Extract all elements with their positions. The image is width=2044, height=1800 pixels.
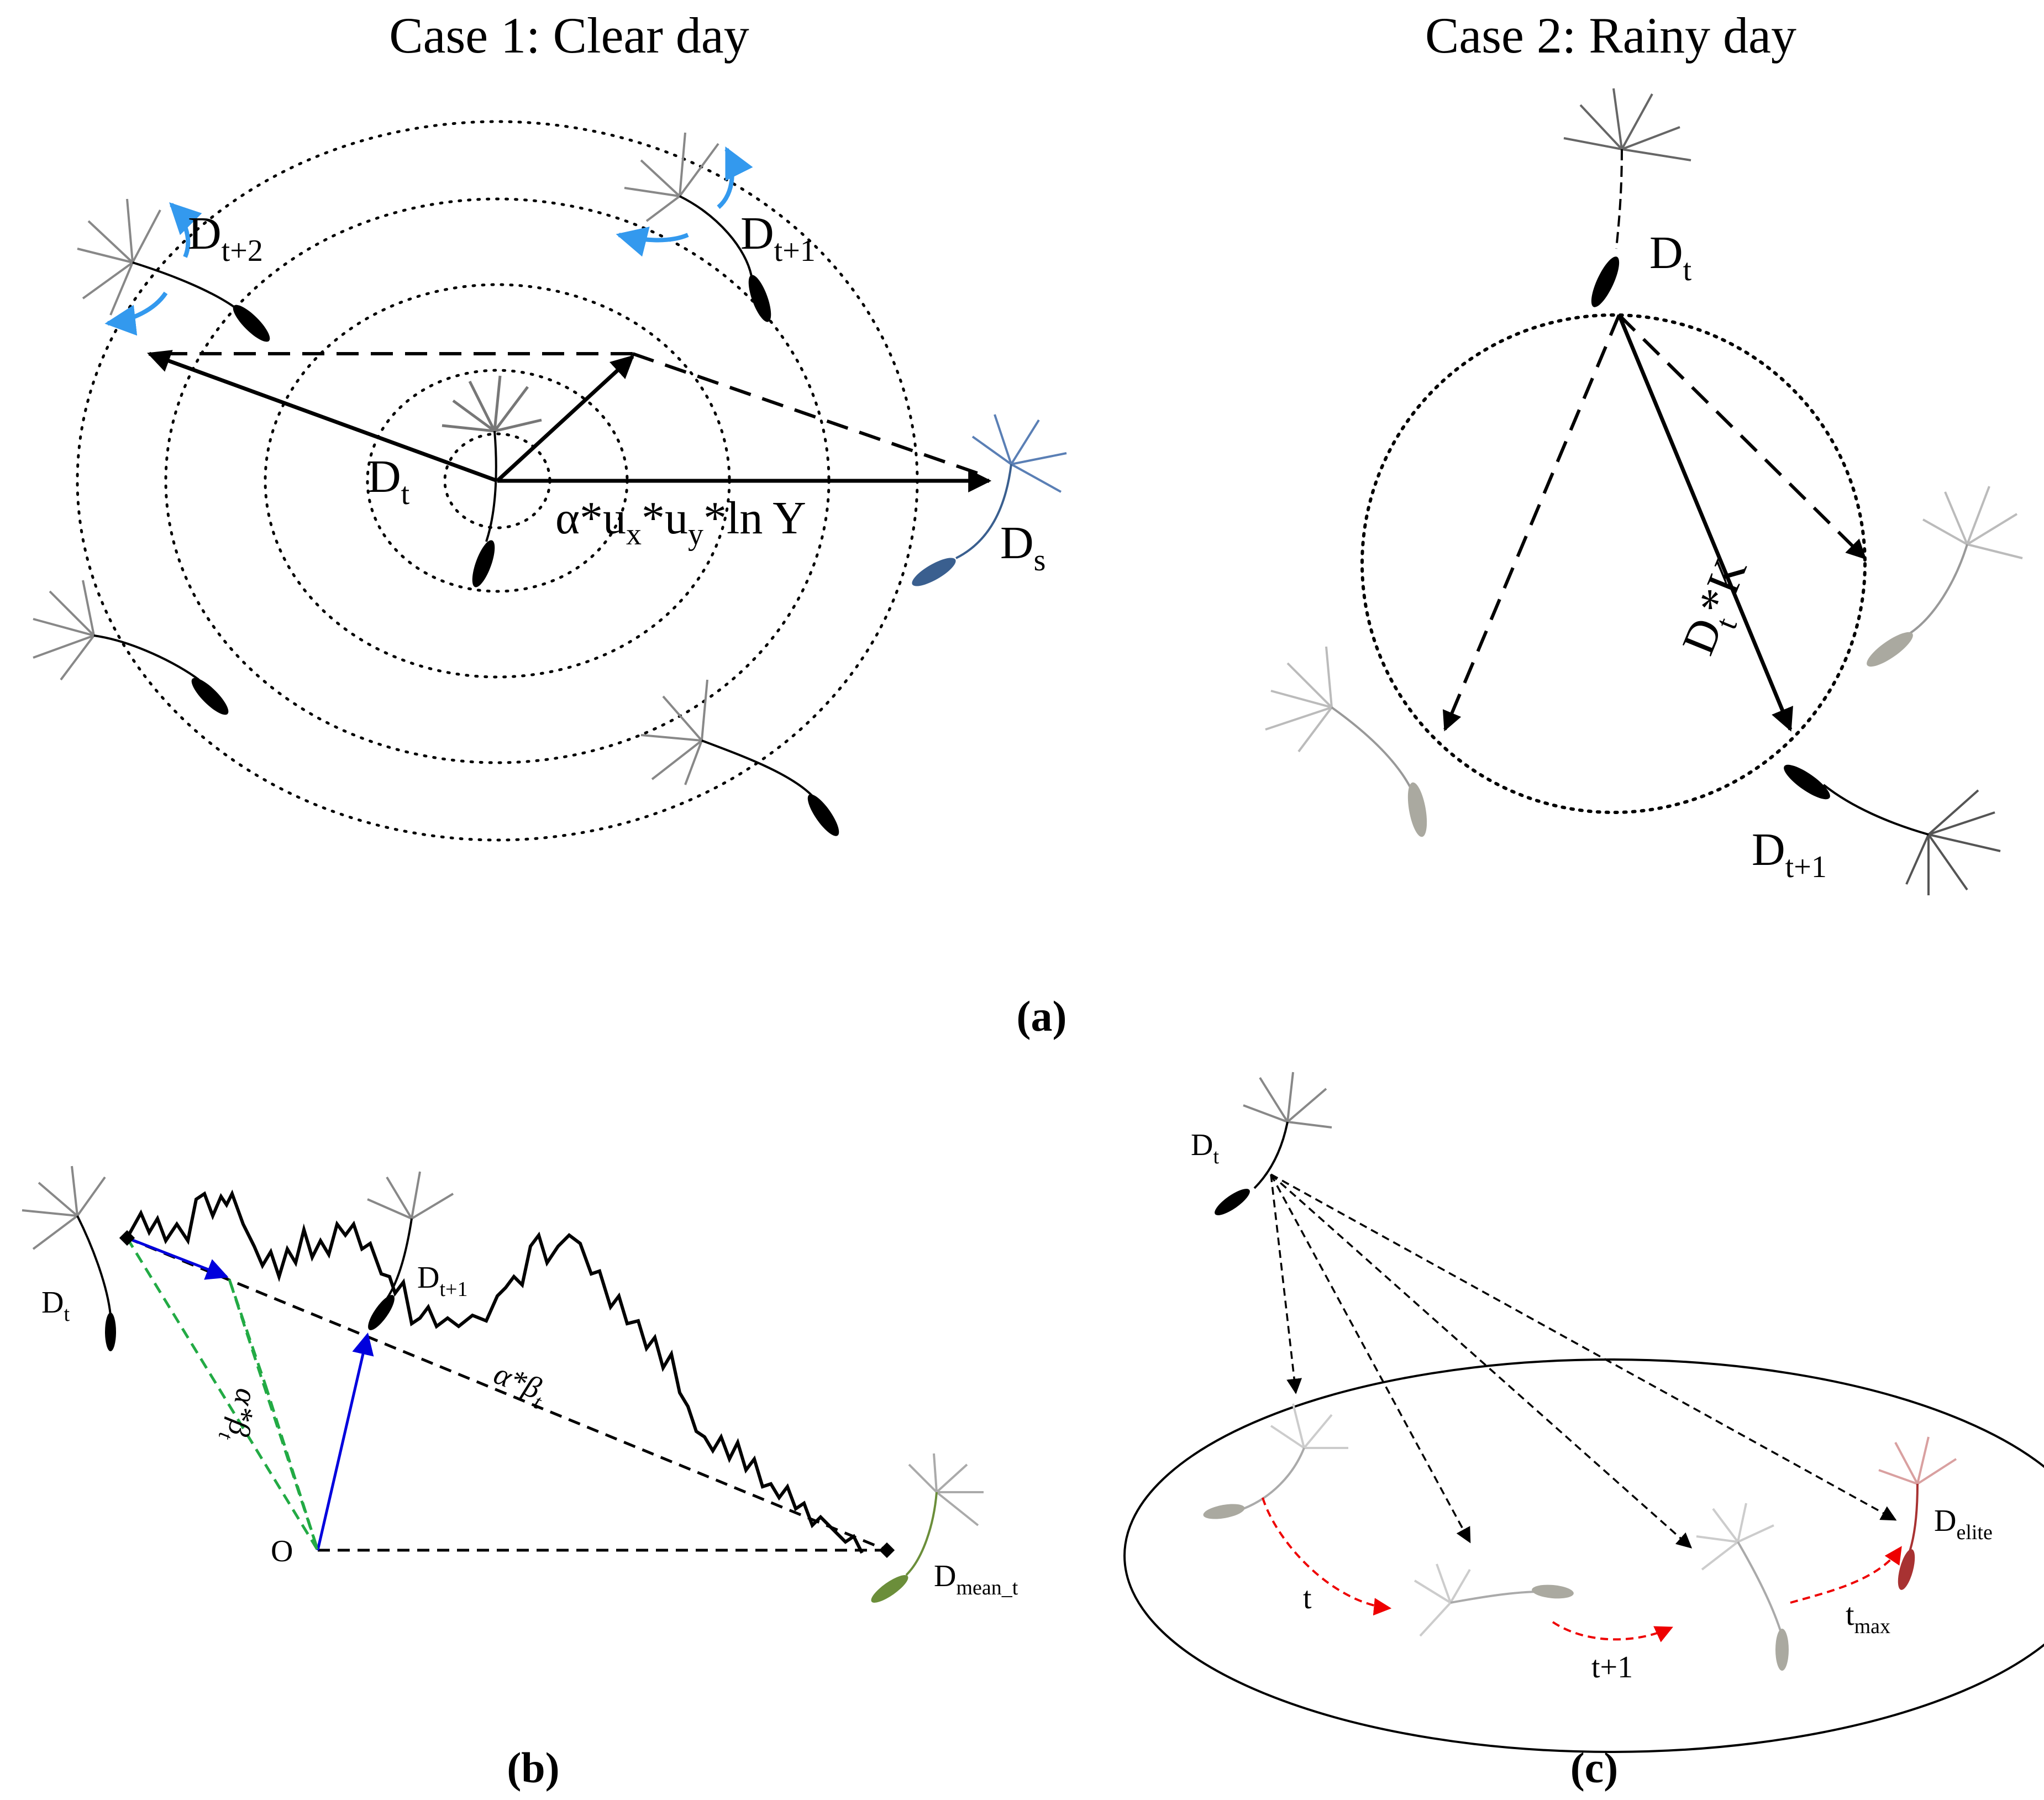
c-label-dt: D: [1191, 1128, 1213, 1162]
svg-text:Ds: Ds: [1000, 517, 1045, 578]
rain-circle: [1360, 313, 1867, 814]
panel-a-case1: Case 1: Clear day: [33, 7, 1067, 842]
svg-text:Dt+1: Dt+1: [740, 208, 816, 268]
c-label-delite-sub: elite: [1956, 1521, 1992, 1544]
case2-label-dt1: D: [1752, 824, 1785, 875]
label-dt2: D: [188, 208, 222, 259]
dandelion-case2-dt1: [1784, 764, 2001, 895]
dandelion-c-1: [1203, 1403, 1348, 1519]
b-label-alpha-beta: α*βt: [487, 1357, 552, 1414]
dandelion-c-2: [1414, 1563, 1574, 1637]
svg-text:tmax: tmax: [1846, 1598, 1890, 1638]
panel-b: Dt Dt+1 Dmean_t O α*βt α*βt: [22, 1166, 1018, 1603]
panel-a-case2: Case 2: Rainy day Dt Dt*K: [1265, 7, 2023, 895]
b-label-dmean: D: [934, 1559, 956, 1593]
dandelion-ds: [912, 414, 1067, 586]
case1-title: Case 1: Clear day: [389, 7, 749, 64]
dandelion-b-dmean: [871, 1453, 984, 1603]
c-label-delite: D: [1934, 1504, 1956, 1538]
svg-text:Dt: Dt: [1191, 1128, 1219, 1168]
dandelion-case2-left: [1265, 646, 1427, 837]
dandelion-bottom-right: [640, 679, 839, 836]
b-label-dt1-sub: t+1: [439, 1278, 467, 1301]
svg-text:Delite: Delite: [1934, 1504, 1993, 1544]
caption-b: (b): [507, 1744, 559, 1792]
population-ellipse: [1123, 1358, 2044, 1753]
case2-title: Case 2: Rainy day: [1425, 7, 1796, 64]
dandelion-b-dt1: [367, 1171, 454, 1330]
caption-c: (c): [1570, 1744, 1619, 1792]
dandelion-case2-top: [1563, 88, 1691, 307]
b-label-dmean-sub: mean_t: [956, 1576, 1018, 1599]
label-dt1-sub: t+1: [774, 234, 816, 268]
b-label-origin: O: [271, 1534, 293, 1568]
case1-vectors: [147, 350, 992, 492]
svg-text:Dt: Dt: [367, 451, 410, 511]
c-label-t1: t+1: [1591, 1650, 1633, 1684]
rotation-arrows: [104, 146, 753, 336]
panel-c-red-paths: [1262, 1497, 1902, 1642]
svg-text:Dt: Dt: [41, 1285, 70, 1326]
case2-label-dt-sub: t: [1683, 253, 1692, 287]
panel-c: Dt Delite t t+1 tmax: [1123, 1072, 2044, 1753]
dandelion-b-dt: [22, 1166, 116, 1351]
dandelion-dt2: [77, 198, 270, 342]
dandelion-case2-right: [1867, 486, 2023, 667]
label-dt: D: [367, 451, 401, 502]
b-label-dt: D: [41, 1285, 64, 1320]
dandelion-c-3: [1696, 1503, 1789, 1671]
panel-b-lines: [119, 1230, 895, 1558]
panel-c-arrows: [1270, 1173, 1897, 1549]
svg-text:Dt+1: Dt+1: [417, 1261, 467, 1301]
equation-label: α*ux*uy*ln Y: [555, 492, 806, 552]
dandelion-c-elite: [1878, 1436, 1957, 1590]
label-ds-sub: s: [1034, 543, 1046, 578]
dandelion-c-dt: [1215, 1072, 1332, 1215]
svg-text:Dt+1: Dt+1: [1752, 824, 1827, 884]
label-dt2-sub: t+2: [222, 234, 263, 268]
random-walk-path: [125, 1189, 864, 1554]
svg-text:Dt+2: Dt+2: [188, 208, 263, 268]
b-label-dt-sub: t: [64, 1303, 70, 1326]
label-ds: D: [1000, 517, 1034, 569]
c-label-tmax: t: [1846, 1598, 1854, 1632]
c-label-t: t: [1303, 1581, 1312, 1615]
label-dtk: Dt*K: [1672, 550, 1765, 665]
case2-vectors: [1442, 313, 1867, 732]
dandelion-left-bottom: [33, 580, 229, 715]
c-label-dt-sub: t: [1213, 1145, 1219, 1168]
case2-label-dt1-sub: t+1: [1785, 850, 1827, 884]
svg-text:Dmean_t: Dmean_t: [934, 1559, 1018, 1599]
label-dt-sub: t: [401, 477, 410, 511]
caption-a: (a): [1017, 992, 1067, 1040]
dandelion-center: [442, 375, 542, 587]
dandelion-dt1: [624, 132, 771, 322]
b-label-dt1: D: [417, 1261, 439, 1295]
label-dt1: D: [740, 208, 774, 259]
case2-label-dt: D: [1649, 227, 1683, 279]
svg-text:Dt: Dt: [1649, 227, 1692, 287]
c-label-tmax-sub: max: [1854, 1615, 1890, 1638]
